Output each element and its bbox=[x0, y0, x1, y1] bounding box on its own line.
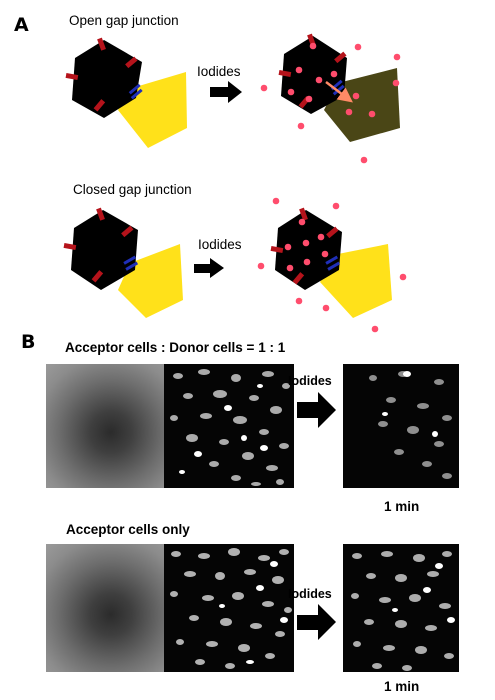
time-label-bottom: 1 min bbox=[384, 679, 420, 694]
iodides-label-top: Iodides bbox=[288, 374, 332, 388]
fluorescence-image-bottom-after bbox=[343, 544, 459, 672]
fluorescence-image-bottom-before bbox=[164, 544, 294, 672]
donor-cell bbox=[71, 210, 138, 290]
open-before-cells bbox=[65, 37, 187, 148]
right-arrow-icon bbox=[210, 81, 242, 103]
iodides-label-bottom: Iodides bbox=[288, 587, 332, 601]
bottom-experiment-title: Acceptor cells only bbox=[66, 522, 190, 537]
open-gap-junction-title: Open gap junction bbox=[69, 13, 179, 28]
closed-after-cells bbox=[257, 197, 407, 333]
right-arrow-icon bbox=[194, 258, 224, 278]
iodide-flow-arrow bbox=[325, 81, 353, 103]
gap-junction-icon bbox=[128, 83, 143, 100]
phase-contrast-image-top bbox=[46, 364, 164, 488]
closed-before-cells bbox=[63, 207, 183, 318]
donor-cell bbox=[281, 36, 347, 114]
top-experiment-title: Acceptor cells : Donor cells = 1 : 1 bbox=[65, 340, 286, 355]
fluorescence-image-top-before bbox=[164, 364, 294, 488]
phase-contrast-image-bottom bbox=[46, 544, 164, 672]
donor-cell bbox=[72, 40, 142, 118]
right-arrow-icon bbox=[297, 604, 336, 640]
iodide-icons bbox=[260, 42, 401, 164]
iodides-label-open: Iodides bbox=[197, 64, 241, 79]
closed-gap-junction-title: Closed gap junction bbox=[73, 182, 192, 197]
open-after-cells bbox=[260, 33, 401, 164]
panel-a-letter: A bbox=[14, 14, 29, 36]
time-label-top: 1 min bbox=[384, 499, 420, 514]
panel-b-letter: B bbox=[21, 331, 36, 353]
hemichannel-icons bbox=[65, 37, 138, 112]
fluorescence-image-top-after bbox=[343, 364, 459, 488]
right-arrow-icon bbox=[297, 392, 336, 428]
iodides-label-closed: Iodides bbox=[198, 237, 242, 252]
